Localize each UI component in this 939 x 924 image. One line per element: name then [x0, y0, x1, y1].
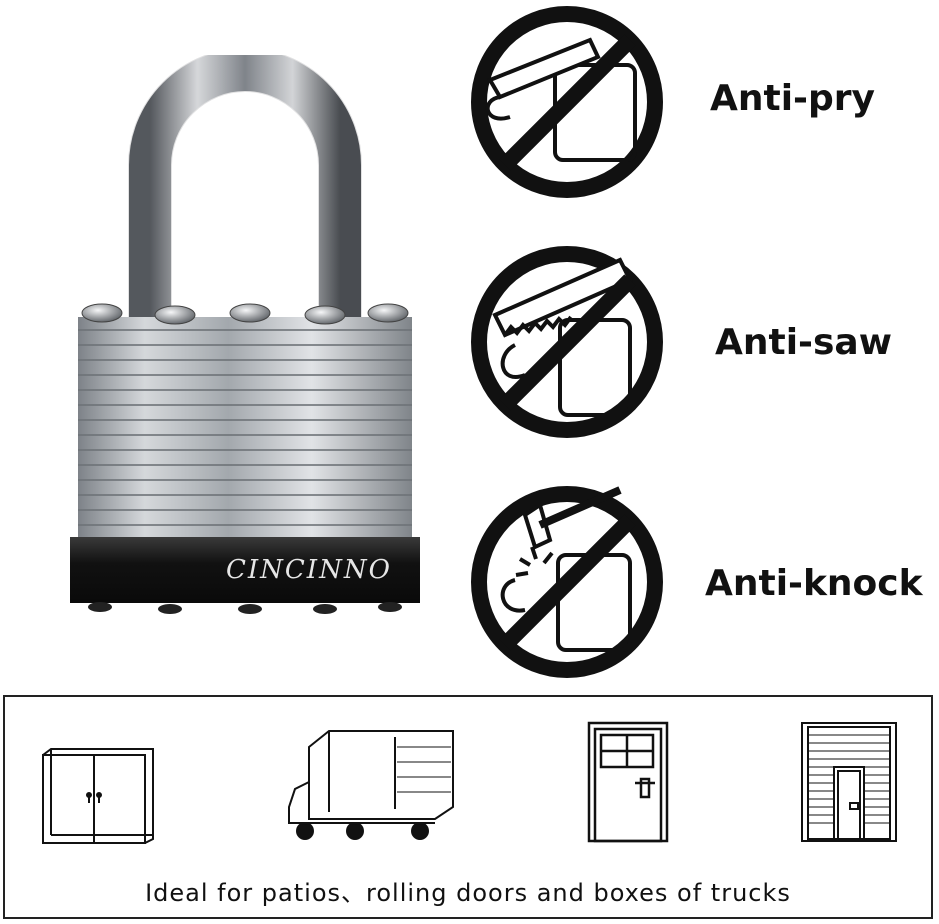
usage-caption: Ideal for patios、rolling doors and boxes… [145, 879, 791, 907]
feature-label-anti-pry: Anti-pry [710, 78, 875, 119]
brand-engraving: CINCINNO [226, 555, 392, 585]
anti-saw-icon [471, 246, 663, 438]
door-icon [587, 721, 669, 843]
padlock-image [70, 55, 420, 614]
anti-knock-icon [471, 486, 663, 678]
feature-label-anti-saw: Anti-saw [715, 322, 892, 363]
rolling-door-icon [801, 722, 897, 842]
usage-panel: Ideal for patios、rolling doors and boxes… [3, 695, 933, 919]
cabinet-icon [42, 748, 154, 844]
truck-icon [288, 730, 454, 840]
anti-pry-icon [471, 6, 663, 198]
feature-label-anti-knock: Anti-knock [705, 563, 923, 604]
